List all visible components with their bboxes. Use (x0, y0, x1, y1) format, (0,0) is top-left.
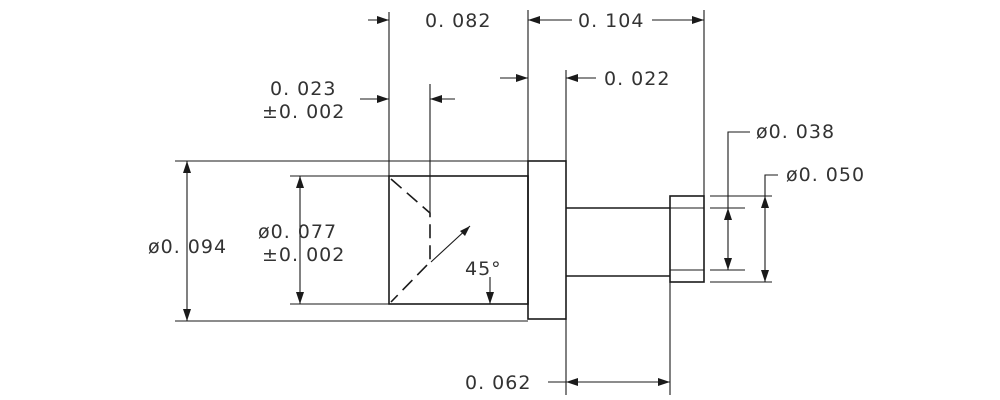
dim-tail-dia: ø0. 038 (756, 121, 836, 143)
shaft (566, 207, 670, 277)
dim-bore-depth-value: 0. 023 (270, 78, 337, 100)
dim-shaft-length: 0. 062 (465, 372, 532, 394)
flange (527, 160, 567, 320)
dim-head-offset: 0. 082 (425, 10, 492, 32)
hidden-bore (390, 178, 431, 303)
dim-flange-width: 0. 022 (604, 68, 671, 90)
dimension-lines (186, 19, 778, 383)
arrowheads (183, 16, 769, 386)
dim-total-length: 0. 104 (578, 10, 645, 32)
dim-bore-dia-tol: ±0. 002 (262, 244, 346, 266)
dim-body-dia: ø0. 094 (148, 236, 228, 258)
dim-collar-dia: ø0. 050 (786, 164, 866, 186)
collar (669, 195, 705, 283)
dim-bore-depth-tol: ±0. 002 (262, 101, 346, 123)
collar-inner-lines (670, 207, 704, 271)
dim-bore-dia-value: ø0. 077 (258, 221, 338, 243)
part-outline (388, 160, 705, 320)
dim-chamfer-angle: 45° (465, 258, 502, 280)
extension-lines (175, 10, 772, 395)
